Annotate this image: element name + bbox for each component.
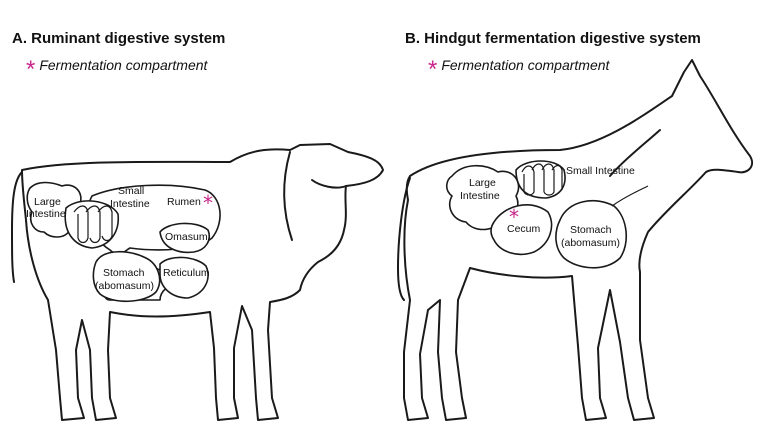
panel-b-title: B. Hindgut fermentation digestive system	[405, 30, 701, 47]
horse-small-intestine[interactable]	[515, 160, 566, 199]
cow-label-reticulum: Reticulum	[163, 267, 210, 279]
horse-label-large-intestine-2: Intestine	[460, 190, 500, 202]
cow-label-stomach-2: (abomasum)	[95, 280, 154, 292]
horse-mane	[609, 129, 661, 177]
horse-stomach[interactable]	[555, 199, 627, 269]
cow-label-small-intestine-2: Intestine	[110, 198, 150, 210]
horse-label-large-intestine-1: Large	[469, 177, 496, 189]
cow-abomasum[interactable]	[92, 250, 161, 303]
cow-label-small-intestine-1: Small	[118, 185, 144, 197]
panel-a-legend: * Fermentation compartment	[26, 57, 208, 82]
horse-body-outline	[403, 59, 754, 421]
horse-label-small-intestine: Small Intestine	[566, 165, 635, 177]
horse-label-stomach-1: Stomach	[570, 224, 612, 236]
horse-label-stomach-2: (abomasum)	[561, 237, 620, 249]
horse-figure: Large Intestine Small Intestine * Cecum …	[397, 59, 754, 421]
panel-b-legend-label: Fermentation compartment	[441, 57, 610, 73]
cow-label-rumen: Rumen	[167, 196, 201, 208]
cow-label-large-intestine-2: Intestine	[26, 208, 66, 220]
horse-cecum-star-icon: *	[509, 205, 519, 229]
fermentation-star-icon: *	[428, 56, 438, 83]
cow-reticulum[interactable]	[159, 256, 209, 299]
panel-a-legend-label: Fermentation compartment	[39, 57, 208, 73]
horse-label-cecum: Cecum	[507, 223, 541, 235]
horse-tail	[397, 177, 411, 301]
cow-rumen-star-icon: *	[203, 191, 213, 215]
panel-b-legend: * Fermentation compartment	[428, 57, 610, 82]
horse-esophagus	[611, 185, 649, 207]
cow-figure: Large Intestine Small Intestine Rumen * …	[11, 143, 384, 421]
cow-small-intestine[interactable]	[64, 200, 119, 249]
cow-tail	[11, 171, 23, 283]
cow-omasum[interactable]	[159, 222, 210, 254]
panel-a-title: A. Ruminant digestive system	[12, 30, 226, 47]
horse-cecum[interactable]	[490, 204, 553, 256]
cow-body-outline	[21, 143, 384, 421]
fermentation-star-icon: *	[26, 56, 36, 83]
cow-head-detail	[283, 151, 347, 241]
cow-label-omasum: Omasum	[165, 231, 208, 243]
cow-label-stomach-1: Stomach	[103, 267, 145, 279]
cow-label-large-intestine-1: Large	[34, 196, 61, 208]
